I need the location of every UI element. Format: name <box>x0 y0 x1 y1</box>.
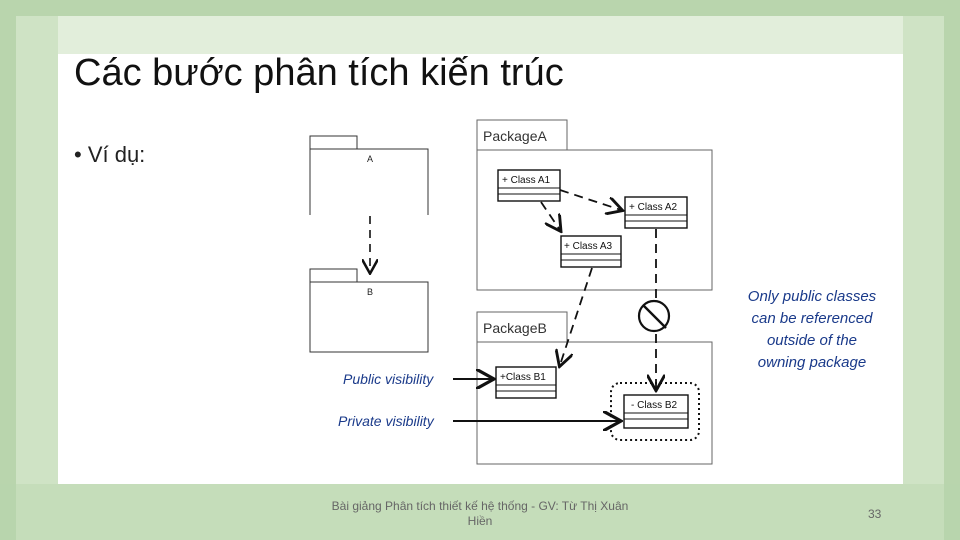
note-line: can be referenced <box>752 310 874 327</box>
public-visibility-label: Public visibility <box>343 371 434 387</box>
left-stripe <box>0 0 16 540</box>
arrow-a3-b1 <box>560 267 593 365</box>
bottom-stripe <box>0 484 960 540</box>
bullet-example: • Ví dụ: <box>74 142 146 167</box>
left-package-a: A <box>309 135 429 215</box>
left-package-b: B <box>309 268 429 353</box>
class-a2: + Class A2 <box>624 196 688 229</box>
class-b2-label: - Class B2 <box>631 400 678 411</box>
arrow-a1-a3 <box>540 201 560 230</box>
left-package-a-label: A <box>367 154 373 164</box>
note-line: outside of the <box>767 332 857 349</box>
left-package-b-label: B <box>367 287 373 297</box>
class-a3: + Class A3 <box>560 235 622 268</box>
top-stripe <box>0 0 960 16</box>
class-a1-label: + Class A1 <box>502 175 551 186</box>
class-a2-label: + Class A2 <box>629 202 678 213</box>
forbidden-icon <box>637 299 671 333</box>
class-a1: + Class A1 <box>497 169 561 202</box>
private-visibility-label: Private visibility <box>338 413 435 429</box>
package-b-name: PackageB <box>483 320 547 336</box>
package-a-name: PackageA <box>483 128 547 144</box>
class-b1-label: +Class B1 <box>500 372 546 383</box>
package-b: PackageB <box>476 311 713 465</box>
right-stripe <box>944 0 960 540</box>
slide-footer: Bài giảng Phân tích thiết kế hệ thống - … <box>331 499 629 528</box>
visibility-note: Only public classes can be referenced ou… <box>748 288 877 371</box>
slide-title: Các bước phân tích kiến trúc <box>74 52 564 94</box>
top-band <box>58 16 903 54</box>
note-line: Only public classes <box>748 288 877 305</box>
class-b1: +Class B1 <box>495 366 557 399</box>
class-b2: - Class B2 <box>623 394 689 429</box>
note-line: owning package <box>758 354 866 371</box>
class-a3-label: + Class A3 <box>564 241 613 252</box>
arrow-a1-a2 <box>559 189 621 210</box>
page-number: 33 <box>868 507 882 521</box>
